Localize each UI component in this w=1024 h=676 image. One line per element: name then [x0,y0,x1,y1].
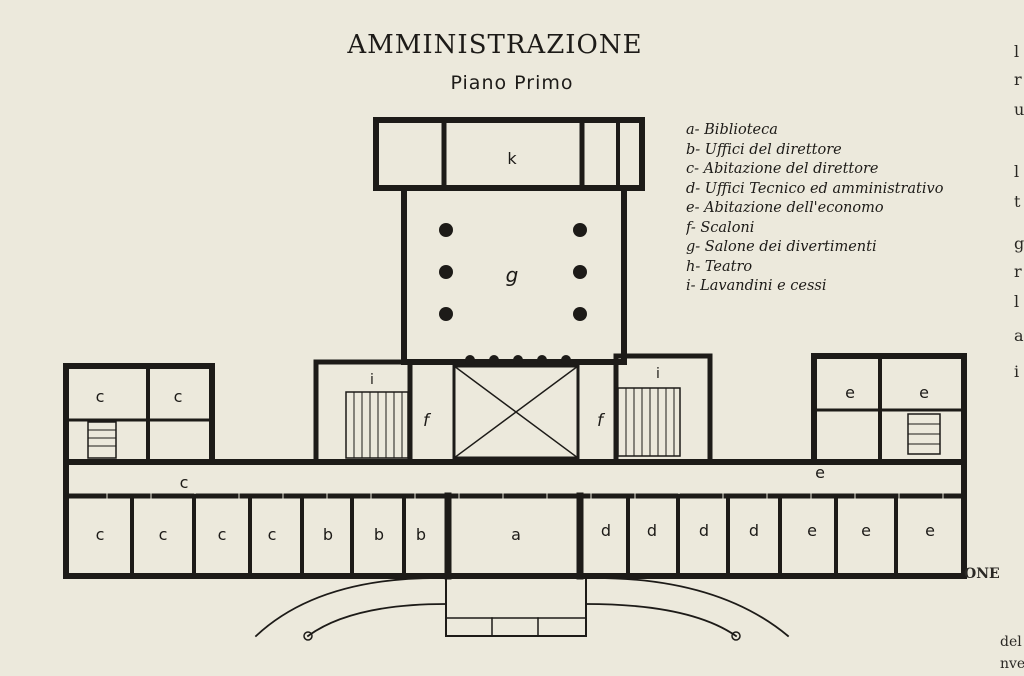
salone-columns [439,223,587,365]
edge-letter: i [1014,362,1020,381]
front-room-label: d [699,521,709,540]
plan-subtitle: Piano Primo [450,72,574,94]
front-porch [445,575,587,637]
edge-letter: l [1014,42,1020,61]
front-room-label: c [96,525,105,544]
main-block-outline [63,459,967,579]
edge-letter: t [1014,192,1021,211]
label-f-left: f [423,411,432,431]
left-ramp [254,577,447,638]
label-c-nw1: c [96,387,105,406]
legend-item: d- Uffici Tecnico ed amministrativo [686,180,944,197]
label-f-right: f [597,411,606,431]
front-room-label: c [268,525,277,544]
front-room-label: a [511,525,521,544]
label-c-corridor: c [180,473,189,492]
north-west-wing [63,363,215,465]
legend-item: e- Abitazione dell'economo [686,200,884,216]
right-stair-treads [625,387,675,457]
label-g: g [506,263,519,287]
north-west-stair [87,421,117,459]
left-stair-treads [353,391,403,459]
label-e-ne1: e [845,383,855,402]
label-c-nw2: c [174,387,183,406]
edge-letter: g [1014,234,1024,253]
front-room-label: c [159,525,168,544]
edge-letter: l [1014,292,1020,311]
label-i-left: i [370,372,374,388]
front-room-label: b [416,525,426,544]
edge-letter: r [1014,70,1022,89]
room-labels: k g i i f f c c c e e e c c c c b b b a … [96,149,935,544]
legend-item: h- Teatro [686,258,753,275]
central-void [452,364,580,460]
plan-title: AMMINISTRAZIONE [347,30,643,60]
front-room-partitions [130,492,898,580]
edge-letter: r [1014,262,1022,281]
label-k: k [507,149,517,168]
edge-letter: u [1014,100,1024,119]
front-room-label: e [807,521,817,540]
edge-letter: l [1014,162,1020,181]
edge-footer-line: del sti [1000,634,1024,650]
legend-item: c- Abitazione del direttore [686,161,879,177]
edge-footer-line: nvece di [1000,656,1024,672]
legend-item: f- Scaloni [686,219,755,236]
legend-item: b- Uffici del direttore [686,141,842,158]
legend-item: a- Biblioteca [686,122,778,138]
front-room-label: b [323,525,333,544]
front-room-label: e [925,521,935,540]
legend: a- Biblioteca b- Uffici del direttore c-… [686,121,1022,297]
legend-item: g- Salone dei divertimenti [686,239,877,255]
front-room-label: c [218,525,227,544]
right-ramp [585,577,790,638]
legend-item: i- Lavandini e cessi [686,278,827,294]
front-room-label: d [647,521,657,540]
top-block-k [373,117,645,191]
front-room-label: d [601,521,611,540]
front-room-label: e [861,521,871,540]
label-e-ne2: e [919,383,929,402]
right-stair-block [613,353,713,465]
left-stair-block [313,359,413,465]
edge-bottom-word: ONE [964,566,1000,582]
label-e-corridor: e [815,463,825,482]
front-room-label: d [749,521,759,540]
front-room-label: b [374,525,384,544]
label-i-right: i [656,366,660,382]
edge-letter: a [1014,326,1024,345]
